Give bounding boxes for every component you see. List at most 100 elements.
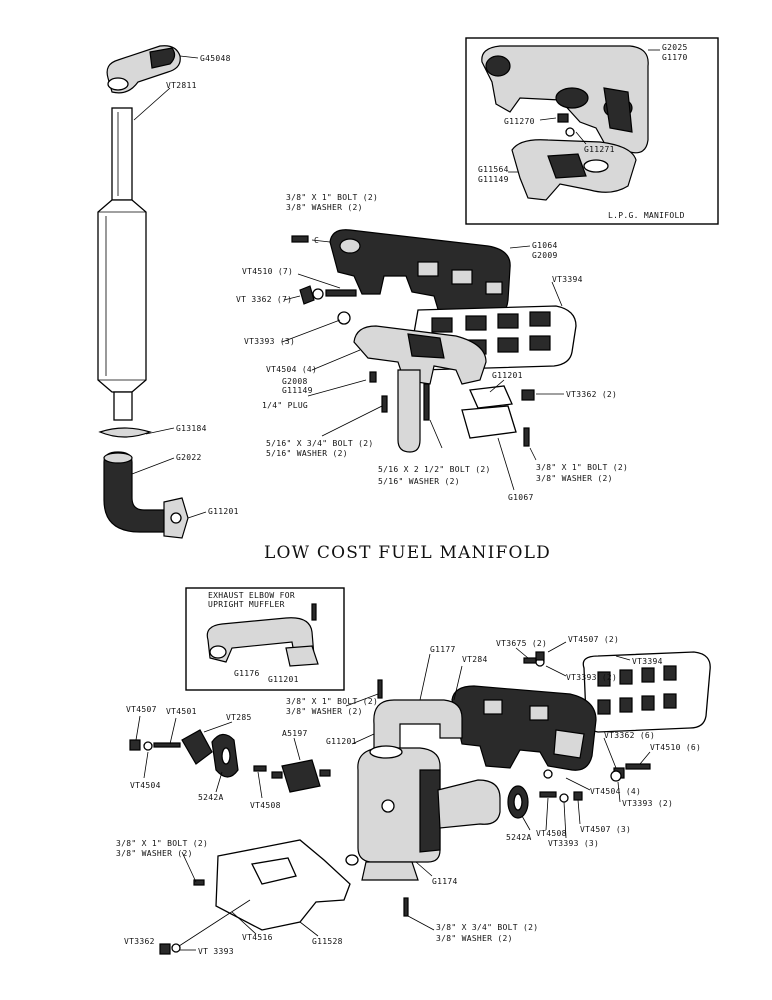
exhaust-manifold-window-a xyxy=(417,261,439,277)
upright-elbow-bolt xyxy=(311,603,317,621)
exhaust-elbow-opening xyxy=(103,452,133,464)
label-bolt-3-8-left: 3/8" X 1" BOLT (2) xyxy=(116,839,208,848)
lpg-manifold-shade xyxy=(603,87,633,133)
rod-vt4516 xyxy=(175,899,251,949)
heater-center-hole xyxy=(381,799,395,813)
label-washer-3-8-bottom: 3/8" WASHER (2) xyxy=(436,934,513,943)
nut-vt3362-right xyxy=(521,389,535,401)
bottom-manifold-assembly xyxy=(129,651,711,955)
bottom-gasket-port-7 xyxy=(641,695,655,711)
label-5242a-left: 5242A xyxy=(198,793,224,802)
bolt-3-8-top xyxy=(377,679,383,699)
bolt-3-8-right xyxy=(523,427,530,447)
exhaust-cap-opening xyxy=(107,77,129,91)
stud-vt4510-right xyxy=(625,763,651,770)
gasket-5242a-left-hole xyxy=(221,747,231,765)
heater-seal xyxy=(345,854,359,866)
label-vt3394-bottom: VT3394 xyxy=(632,657,663,666)
exhaust-elbow-inset xyxy=(185,587,345,691)
washer-vt3393-a xyxy=(312,288,324,300)
screw-vt4501 xyxy=(153,742,181,748)
label-g11528: G11528 xyxy=(312,937,343,946)
tail-pipe xyxy=(111,107,133,201)
spacer-stud-left xyxy=(271,771,283,779)
flange-gasket xyxy=(469,385,513,409)
label-plug: 1/4" PLUG xyxy=(262,401,308,410)
label-bolt-3-8-3-4: 3/8" X 3/4" BOLT (2) xyxy=(436,923,538,932)
label-g2009: G2009 xyxy=(532,251,558,260)
bottom-gasket-port-1 xyxy=(597,671,611,687)
upright-elbow-gasket xyxy=(285,645,319,667)
bottom-section-text: VT3675 (2) VT4507 (2) VT3393 (2) VT3394 … xyxy=(116,635,701,956)
gasket-port-8 xyxy=(529,335,551,351)
intake-riser xyxy=(397,369,421,453)
label-vt3362-7: VT 3362 (7) xyxy=(236,295,292,304)
bottom-gasket-port-3 xyxy=(641,667,655,683)
label-g11201-inset: G11201 xyxy=(268,675,299,684)
top-section-text: G45048 VT2811 G13184 G2022 G11201 3/8" X… xyxy=(166,54,628,516)
bottom-gasket-port-8 xyxy=(663,693,677,709)
label-washer-3-8-right: 3/8" WASHER (2) xyxy=(536,474,613,483)
upright-elbow-opening xyxy=(209,645,227,659)
heater-side-arm xyxy=(437,779,501,829)
label-g1170: G1170 xyxy=(662,53,688,62)
label-g11201-top: G11201 xyxy=(492,371,523,380)
washer-vt4504-left xyxy=(143,741,153,751)
label-g1067: G1067 xyxy=(508,493,534,502)
nut-vt4507-top xyxy=(535,651,545,661)
exhaust-cap-shade xyxy=(149,47,176,69)
label-bolt-5-16-2-1-2: 5/16 X 2 1/2" BOLT (2) xyxy=(378,465,491,474)
label-washer-3-8-top: 3/8" WASHER (2) xyxy=(286,203,363,212)
label-bolt-5-16-3-4: 5/16" X 3/4" BOLT (2) xyxy=(266,439,373,448)
cover-vt285 xyxy=(181,729,213,765)
label-vt2811: VT2811 xyxy=(166,81,197,90)
bolt-3-8-bottom xyxy=(403,897,409,917)
bolt-5-16-long xyxy=(423,383,430,421)
heat-shield-cutout xyxy=(251,857,297,885)
washer-vt4504-right xyxy=(543,769,553,779)
label-vt3394-top: VT3394 xyxy=(552,275,583,284)
label-c: C xyxy=(314,236,319,245)
gasket-port-2 xyxy=(465,315,487,331)
label-washer-3-8-mid: 3/8" WASHER (2) xyxy=(286,707,363,716)
muffler-assembly xyxy=(97,45,189,539)
plug xyxy=(369,371,377,383)
title-area: LOW COST FUEL MANIFOLD xyxy=(264,543,550,563)
heat-shield-plate xyxy=(215,839,351,931)
washer-vt3393-b xyxy=(337,311,351,325)
flange-plate xyxy=(461,405,517,439)
bottom-inset-text: EXHAUST ELBOW FOR UPRIGHT MUFFLER G1176 … xyxy=(208,591,299,684)
lpg-inset-frame xyxy=(465,37,719,225)
washer-vt3393-bottom xyxy=(171,943,181,953)
lpg-manifold-inset xyxy=(465,37,719,225)
label-vt3393-2-right: VT3393 (2) xyxy=(622,799,673,808)
elbow-flange-hole xyxy=(170,512,182,524)
exhaust-elbow xyxy=(103,451,165,533)
bottom-gasket-port-4 xyxy=(663,665,677,681)
label-g11149: G11149 xyxy=(282,386,313,395)
exhaust-manifold-window-b xyxy=(451,269,473,285)
label-g1064: G1064 xyxy=(532,241,558,250)
label-g1174: G1174 xyxy=(432,877,458,886)
label-bolt-3-8-right: 3/8" X 1" BOLT (2) xyxy=(536,463,628,472)
lpg-washer xyxy=(565,127,575,137)
washer-vt3393-right xyxy=(559,793,569,803)
exhaust-manifold-window-c xyxy=(485,281,503,295)
label-vt4507-3: VT4507 (3) xyxy=(580,825,631,834)
bolt-vt4508-right xyxy=(539,791,557,798)
lpg-manifold-port-mid xyxy=(555,87,589,109)
label-vt4510-6: VT4510 (6) xyxy=(650,743,701,752)
label-vt3362-6: VT3362 (6) xyxy=(604,731,655,740)
bottom-gasket-port-6 xyxy=(619,697,633,713)
elbow-inset-caption-1: EXHAUST ELBOW FOR xyxy=(208,591,295,600)
label-g2008: G2008 xyxy=(282,377,308,386)
label-bolt-3-8-mid: 3/8" X 1" BOLT (2) xyxy=(286,697,378,706)
label-vt3675: VT3675 (2) xyxy=(496,639,547,648)
bottom-exhaust-window-1 xyxy=(483,699,503,715)
label-vt4516: VT4516 xyxy=(242,933,273,942)
gasket-port-3 xyxy=(497,313,519,329)
washer-vt3393-right-bottom xyxy=(610,770,622,782)
nut-vt3362 xyxy=(299,285,315,305)
label-vt4504-4: VT4504 (4) xyxy=(266,365,317,374)
